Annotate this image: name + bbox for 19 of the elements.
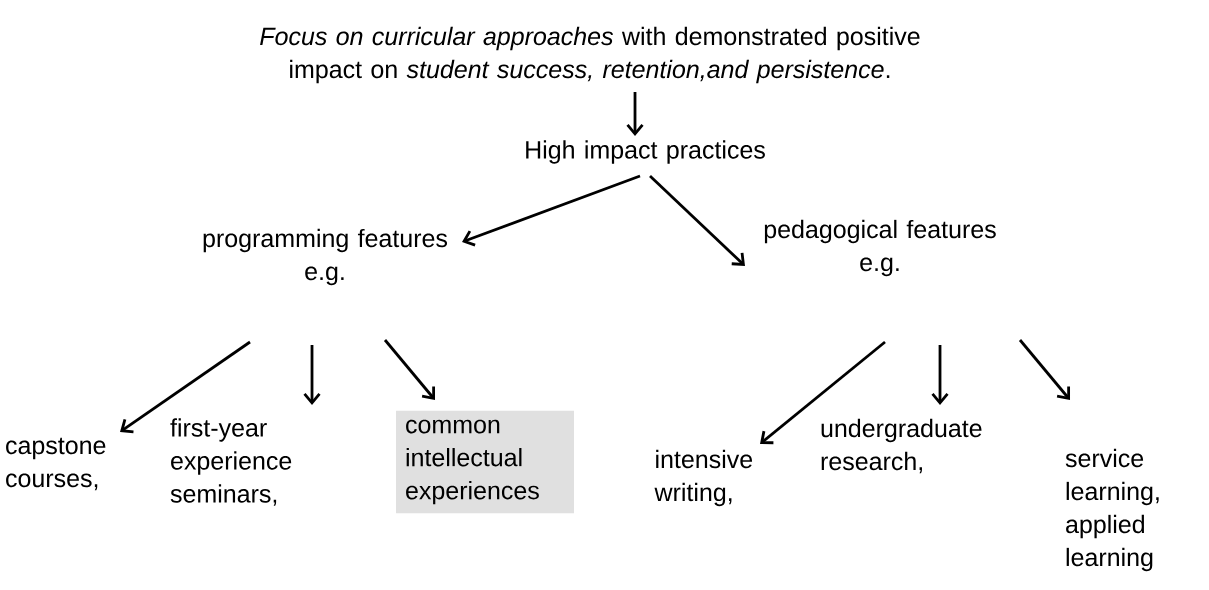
arrow [1018, 339, 1070, 400]
text-label: High impact practices [526, 140, 765, 164]
text-label: service learning, applied learning [1065, 448, 1159, 572]
arrow [626, 92, 644, 136]
highlighted-text-box: common intellectual experiences [396, 410, 574, 514]
text-label: programming features e.g. [203, 228, 447, 286]
text-label: Focus on curricular approaches with demonstrated positive impact on student success, retention,and persistence. [260, 26, 920, 84]
arrow [303, 345, 321, 405]
arrow [760, 340, 886, 445]
text-label: pedagogical features e.g. [764, 219, 996, 277]
text-label: intensive writing, [654, 449, 753, 507]
text-label: undergraduate research, [821, 418, 982, 474]
arrow [120, 340, 251, 434]
text-label: capstone courses, [6, 437, 106, 491]
arrow [462, 174, 641, 247]
arrow [383, 339, 435, 400]
arrow [931, 345, 949, 405]
arrow [649, 175, 745, 266]
text-label: first-year experience seminars, [170, 418, 292, 506]
